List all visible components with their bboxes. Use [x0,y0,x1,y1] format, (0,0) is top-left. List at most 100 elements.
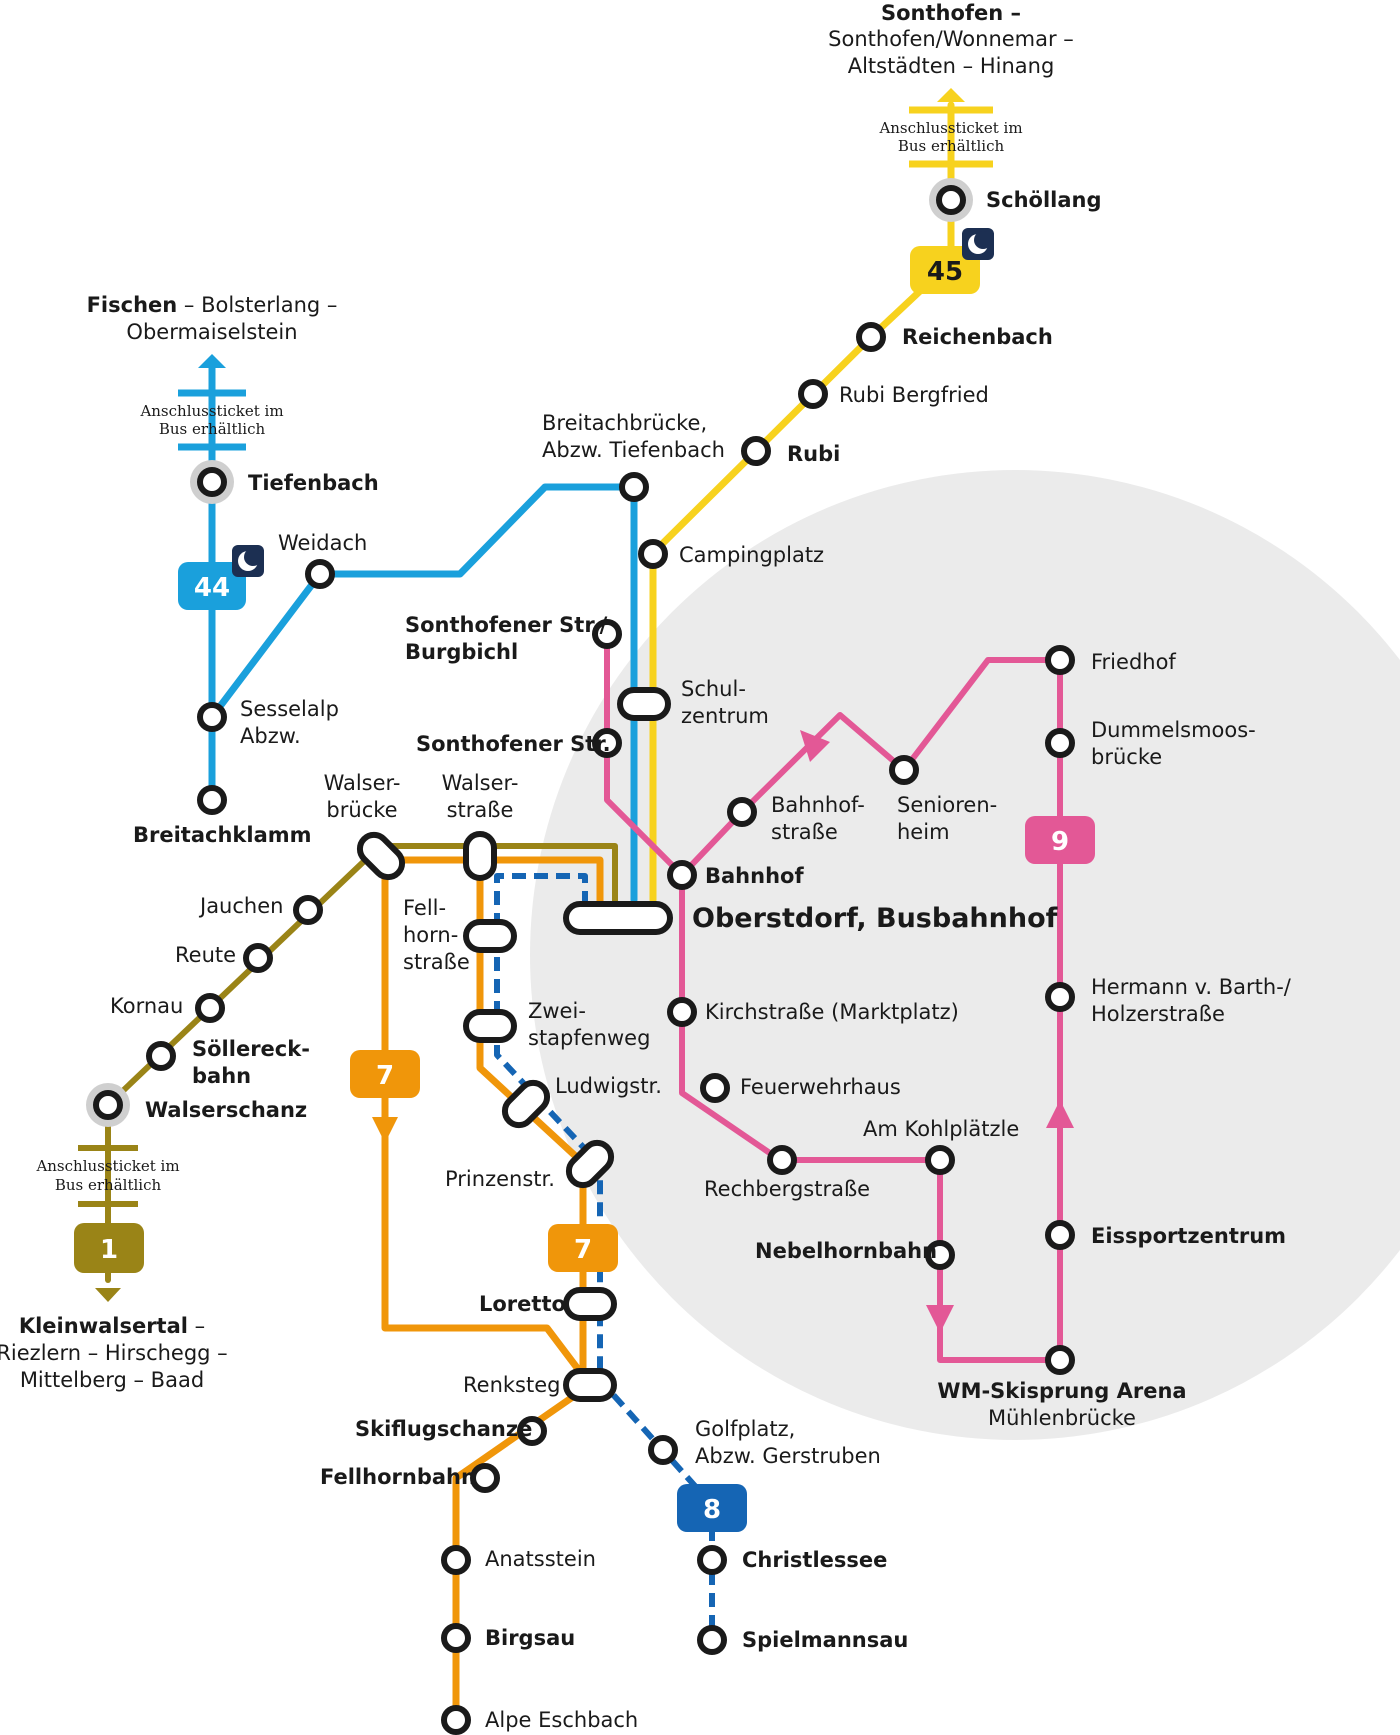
destination-kleinwalsertal-line3: Mittelberg – Baad [20,1368,204,1392]
stop-bahnhofstrasse[interactable] [727,797,757,827]
stop-schoellang[interactable] [936,185,966,215]
stop-breitachklamm[interactable] [197,785,227,815]
stop-birgsau[interactable] [441,1623,471,1653]
label-sonthofener-str: Sonthofener Str. [416,732,611,756]
line-7-badge-upper[interactable]: 7 [350,1050,420,1098]
line-44-badge[interactable]: 44 [178,562,246,610]
stop-loretto[interactable] [563,1287,617,1321]
line-9-badge[interactable]: 9 [1025,816,1095,864]
svg-text:7: 7 [376,1061,394,1091]
label-soellereckbahn-line2: bahn [192,1064,251,1088]
svg-text:45: 45 [927,257,963,287]
label-busbahnhof: Oberstdorf, Busbahnhof [692,903,1058,934]
label-friedhof: Friedhof [1091,650,1176,674]
label-nebelhornbahn: Nebelhornbahn [755,1239,937,1263]
stop-walserschanz[interactable] [93,1090,123,1120]
label-jauchen: Jauchen [198,894,283,918]
ticket-note-1: Anschlussticket im [35,1157,179,1175]
stop-tiefenbach[interactable] [197,467,227,497]
label-wm-skisprung-arena: WM-Skisprung Arena [937,1379,1186,1403]
stop-walserstrasse[interactable] [463,831,497,881]
label-bahnhof: Bahnhof [705,864,804,888]
line-44-arrow-icon [198,354,226,368]
stop-campingplatz[interactable] [638,539,668,569]
stop-seniorenheim[interactable] [889,755,919,785]
stop-fellhornstrasse[interactable] [463,919,517,953]
line-9-arrow-icon [800,730,830,762]
label-sonthofener-burgbichl: Sonthofener Str./ [405,613,608,637]
label-campingplatz: Campingplatz [679,543,824,567]
stop-oberstdorf-busbahnhof[interactable] [563,901,673,935]
stop-wm-skisprung-arena[interactable] [1045,1345,1075,1375]
label-zweistapfenweg: Zwei- [528,999,586,1023]
stop-rubi[interactable] [741,436,771,466]
label-prinzenstr: Prinzenstr. [445,1167,555,1191]
oberstdorf-center-area [530,470,1400,1440]
label-sesselalp-line2: Abzw. [240,724,301,748]
stop-kornau[interactable] [195,993,225,1023]
destination-sonthofen-title: Sonthofen – [881,1,1021,25]
line-7-arrow-icon [372,1117,398,1143]
stop-ludwigstr[interactable] [499,1077,553,1131]
label-alpe-eschbach: Alpe Eschbach [485,1708,638,1732]
ticket-note-45-line2: Bus erhältlich [898,137,1005,155]
label-fellhornstrasse: Fell- [403,896,446,920]
stop-rubi-bergfried[interactable] [798,379,828,409]
label-reute: Reute [175,943,236,967]
label-reichenbach: Reichenbach [902,325,1053,349]
stop-breitachbruecke[interactable] [619,472,649,502]
stop-soellereckbahn[interactable] [146,1041,176,1071]
line-1-badge[interactable]: 1 [74,1223,144,1273]
stop-weidach[interactable] [305,559,335,589]
label-christlessee: Christlessee [742,1548,887,1572]
destination-sonthofen-line3: Altstädten – Hinang [848,54,1055,78]
label-fellhornstrasse-line2: horn- [403,923,458,947]
stop-walserbruecke[interactable] [354,829,408,883]
label-walserbruecke-line2: brücke [326,798,397,822]
stop-fellhornbahn[interactable] [470,1463,500,1493]
stop-jauchen[interactable] [293,895,323,925]
stop-hermann-v-barth[interactable] [1045,982,1075,1012]
stop-alpe-eschbach[interactable] [441,1705,471,1735]
stop-reichenbach[interactable] [856,322,886,352]
stop-schulzentrum[interactable] [617,687,671,721]
stop-renksteg[interactable] [563,1368,617,1402]
stop-reute[interactable] [243,943,273,973]
svg-text:7: 7 [574,1235,592,1265]
stop-dummelsmoosbruecke[interactable] [1045,728,1075,758]
svg-text:9: 9 [1051,827,1069,857]
stop-eissportzentrum[interactable] [1045,1220,1075,1250]
stop-sonthofener-str[interactable] [592,728,622,758]
stop-am-kohlplaetzle[interactable] [925,1145,955,1175]
stop-kirchstrasse[interactable] [667,997,697,1027]
line-9-arrow-icon [926,1305,954,1333]
line-7-badge-lower[interactable]: 7 [548,1224,618,1272]
ticket-note-45: Anschlussticket im [878,119,1022,137]
stop-friedhof[interactable] [1045,645,1075,675]
destination-kleinwalsertal-title: Kleinwalsertal – [19,1314,205,1338]
stop-sonthofener-burgbichl[interactable] [592,619,622,649]
line-45-badge[interactable]: 45 [910,246,980,294]
line-8-badge[interactable]: 8 [677,1484,747,1532]
stop-prinzenstr[interactable] [563,1137,617,1191]
stop-christlessee[interactable] [697,1545,727,1575]
stop-nebelhornbahn[interactable] [925,1240,955,1270]
stop-spielmannsau[interactable] [697,1625,727,1655]
label-anatsstein: Anatsstein [485,1547,596,1571]
label-birgsau: Birgsau [485,1626,575,1650]
label-eissportzentrum: Eissportzentrum [1091,1224,1286,1248]
stop-golfplatz[interactable] [648,1435,678,1465]
label-spielmannsau: Spielmannsau [742,1628,908,1652]
label-rubi: Rubi [787,442,840,466]
stop-anatsstein[interactable] [441,1545,471,1575]
stop-zweistapfenweg[interactable] [463,1009,517,1043]
stop-feuerwehrhaus[interactable] [700,1073,730,1103]
stop-skiflugschanze[interactable] [517,1416,547,1446]
line-45-arrow-icon [937,88,965,102]
stop-rechbergstrasse[interactable] [767,1145,797,1175]
stop-bahnhof[interactable] [667,860,697,890]
stop-sesselalp[interactable] [197,702,227,732]
label-tiefenbach: Tiefenbach [248,471,379,495]
label-walserstrasse-line2: straße [447,798,514,822]
